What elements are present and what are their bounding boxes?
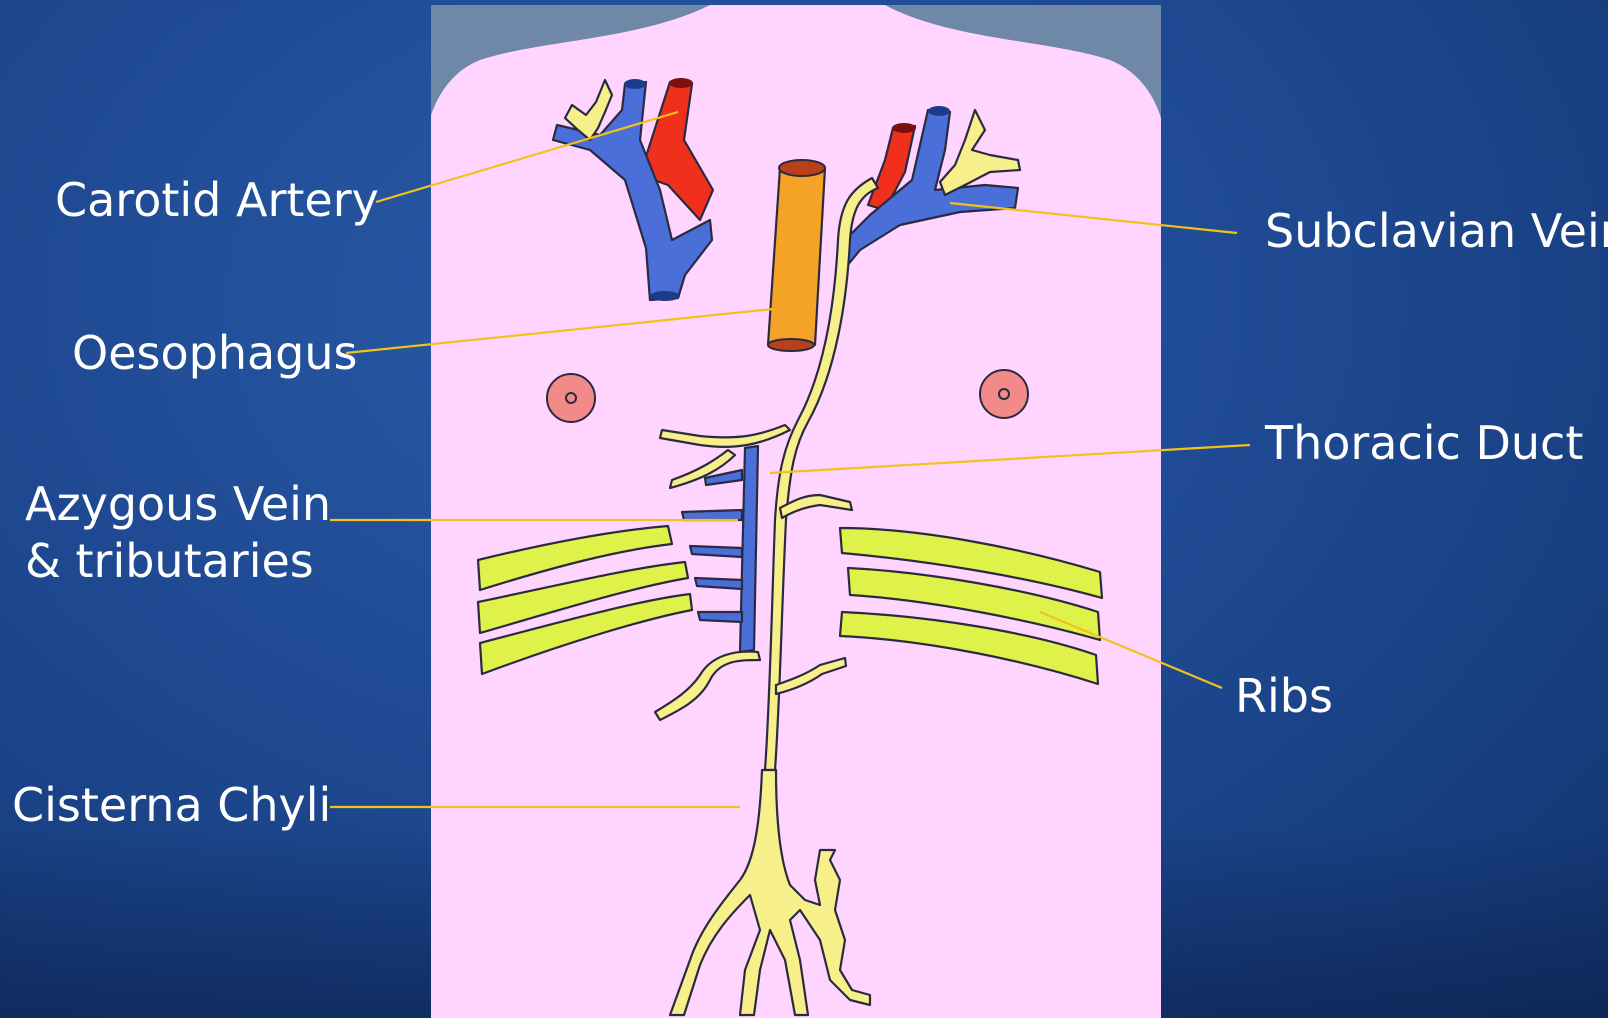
label-carotid-artery: Carotid Artery: [55, 172, 379, 228]
label-subclavian-vein: Subclavian Vein: [1265, 203, 1608, 259]
left-carotid-opening: [669, 78, 693, 88]
azygous-tributary-4: [695, 578, 742, 589]
right-vein-opening: [928, 106, 950, 116]
left-nipple: [547, 374, 595, 422]
right-carotid-opening: [892, 123, 916, 133]
label-ribs: Ribs: [1235, 668, 1333, 724]
label-azygous-vein-line2: & tributaries: [25, 533, 314, 589]
azygous-tributary-3: [690, 546, 742, 557]
label-thoracic-duct: Thoracic Duct: [1265, 415, 1583, 471]
left-vein-bottom-opening: [650, 291, 680, 301]
label-azygous-vein-line1: Azygous Vein: [25, 476, 331, 532]
oesophagus-top-opening: [779, 160, 825, 176]
oesophagus-bottom-opening: [768, 339, 814, 351]
label-cisterna-chyli: Cisterna Chyli: [12, 777, 331, 833]
label-oesophagus: Oesophagus: [72, 325, 357, 381]
right-nipple: [980, 370, 1028, 418]
azygous-tributary-2: [682, 510, 742, 520]
azygous-tributary-5: [698, 612, 742, 622]
left-vein-opening: [624, 79, 646, 89]
